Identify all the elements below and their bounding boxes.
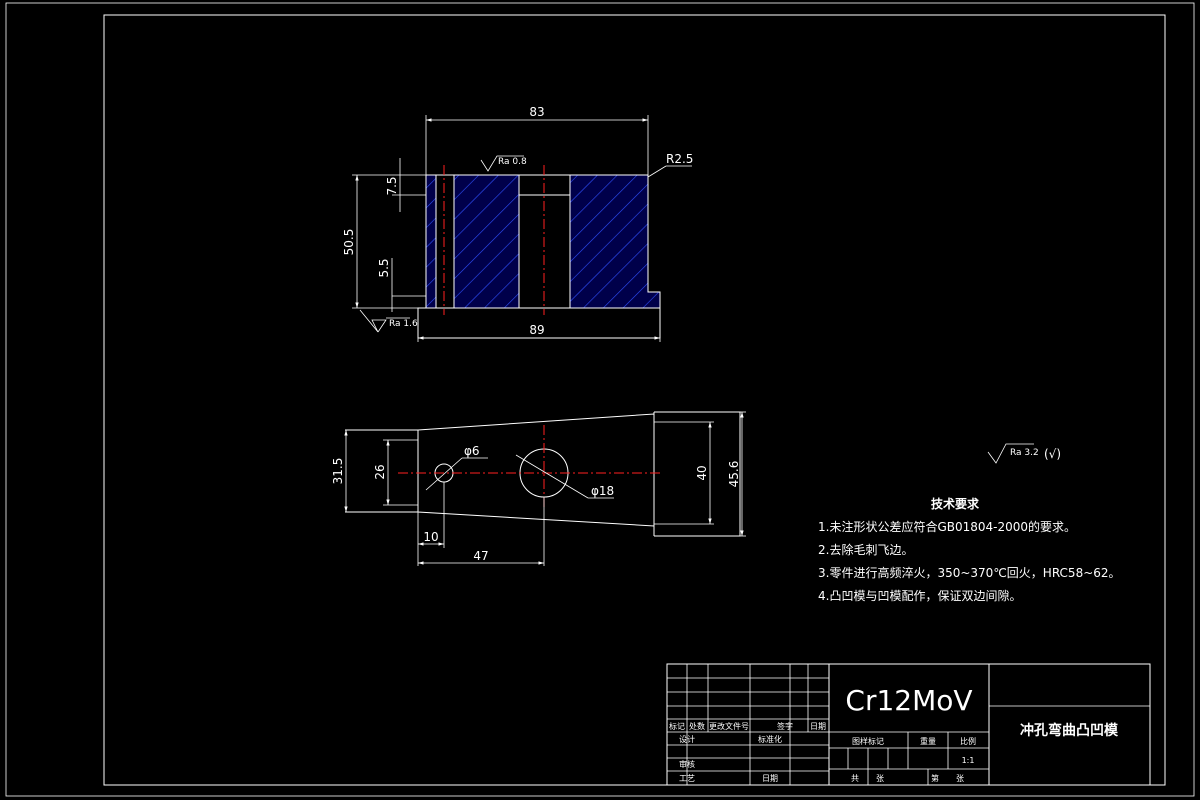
lbl-stage-mark: 图样标记 xyxy=(852,736,884,746)
general-roughness: Ra 3.2 (√) xyxy=(987,443,1061,464)
hdr-change-doc: 更改文件号 xyxy=(709,721,749,731)
section-hatch-edge xyxy=(426,175,436,308)
section-hatch-left xyxy=(454,175,519,308)
tech-req-item-3: 3.零件进行高频淬火，350~370℃回火，HRC58~62。 xyxy=(818,565,1121,580)
lbl-page-unit: 张 xyxy=(956,774,964,783)
tech-req-item-4: 4.凸凹模与凹模配作，保证双边间隙。 xyxy=(818,589,1021,603)
dim-top-step: 7.5 xyxy=(385,176,399,195)
general-roughness-symbol: Ra 3.2 xyxy=(1010,448,1039,458)
lbl-scale: 比例 xyxy=(960,736,976,746)
inner-border xyxy=(103,14,1166,786)
material-label: Cr12MoV xyxy=(845,684,972,717)
lbl-date: 日期 xyxy=(762,774,778,783)
part-name: 冲孔弯曲凸凹模 xyxy=(1020,722,1119,739)
hdr-date: 日期 xyxy=(810,722,826,731)
lbl-review: 审核 xyxy=(679,759,695,769)
lbl-sheet: 张 xyxy=(876,774,884,783)
top-left-block xyxy=(345,429,419,513)
lbl-total: 共 xyxy=(851,774,859,783)
dim-bottom-step: 5.5 xyxy=(377,258,391,277)
hdr-sign: 签字 xyxy=(777,721,793,731)
outer-border xyxy=(5,2,1195,797)
section-hatch-right xyxy=(570,175,660,308)
top-view: 31.5 26 40 45.6 φ6 φ18 10 47 xyxy=(331,411,746,566)
top-outline xyxy=(417,413,655,527)
tech-req-title: 技术要求 xyxy=(931,496,980,511)
general-roughness-suffix: (√) xyxy=(1044,447,1061,461)
roughness-bottom: Ra 1.6 xyxy=(389,319,418,329)
dim-left-inner: 26 xyxy=(373,464,387,479)
title-block: Cr12MoV 冲孔弯曲凸凹模 标记 处数 更改文件号 签字 日期 设计 标准化… xyxy=(666,663,1151,786)
tech-req-item-1: 1.未注形状公差应符合GB01804-2000的要求。 xyxy=(818,519,1076,534)
lbl-standardize: 标准化 xyxy=(758,734,782,744)
dim-left-outer: 31.5 xyxy=(331,458,345,485)
dim-right-outer: 45.6 xyxy=(727,461,741,488)
dim-offset-small: 10 xyxy=(423,530,438,544)
dim-small-hole: φ6 xyxy=(464,444,480,458)
dim-right-inner: 40 xyxy=(695,465,709,480)
lbl-page: 第 xyxy=(931,773,939,783)
top-right-block xyxy=(653,411,741,537)
tech-req-item-2: 2.去除毛刺飞边。 xyxy=(818,542,913,557)
dim-top-width: 83 xyxy=(529,105,544,119)
bore-left xyxy=(435,175,455,308)
fillet-label: R2.5 xyxy=(666,152,693,166)
dim-bottom-width: 89 xyxy=(529,323,544,337)
roughness-top: Ra 0.8 xyxy=(498,157,527,167)
lbl-process: 工艺 xyxy=(679,774,695,783)
tech-requirements: 技术要求 1.未注形状公差应符合GB01804-2000的要求。 2.去除毛刺飞… xyxy=(818,496,1121,603)
dim-height: 50.5 xyxy=(342,229,356,256)
dim-offset-big: 47 xyxy=(473,549,488,563)
scale-value: 1:1 xyxy=(962,756,975,765)
front-view: 83 89 50.5 7.5 5.5 R2.5 Ra 0.8 Ra 1.6 xyxy=(342,105,693,342)
lbl-weight: 重量 xyxy=(920,736,936,746)
bore-center xyxy=(518,175,571,308)
hdr-mark: 标记 xyxy=(669,721,685,731)
dim-big-hole: φ18 xyxy=(591,484,614,498)
hdr-count: 处数 xyxy=(689,721,705,731)
lbl-design: 设计 xyxy=(679,734,695,744)
